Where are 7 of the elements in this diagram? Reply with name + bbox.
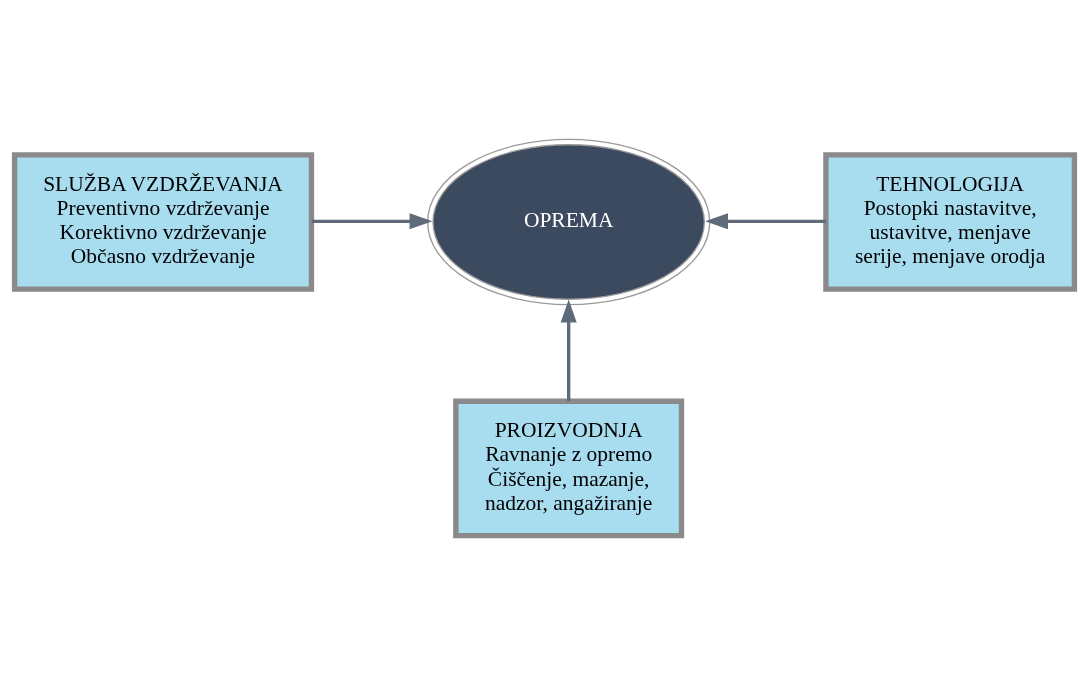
node-box: PROIZVODNJA Ravnanje z opremo Čiščenje, mazanje, nadzor, angažiranje	[453, 398, 685, 539]
arrow	[705, 213, 826, 230]
node-box: TEHNOLOGIJA Postopki nastavitve, ustavitve, menjave serije, menjave orodja	[823, 152, 1078, 292]
arrow	[560, 299, 577, 402]
arrow	[311, 213, 433, 230]
node-box: SLUŽBA VZDRŽEVANJA Preventivno vzdrževanje Korektivno vzdrževanje Občasno vzdrževanje	[11, 152, 315, 292]
node-ellipse: OPREMA	[426, 138, 711, 306]
